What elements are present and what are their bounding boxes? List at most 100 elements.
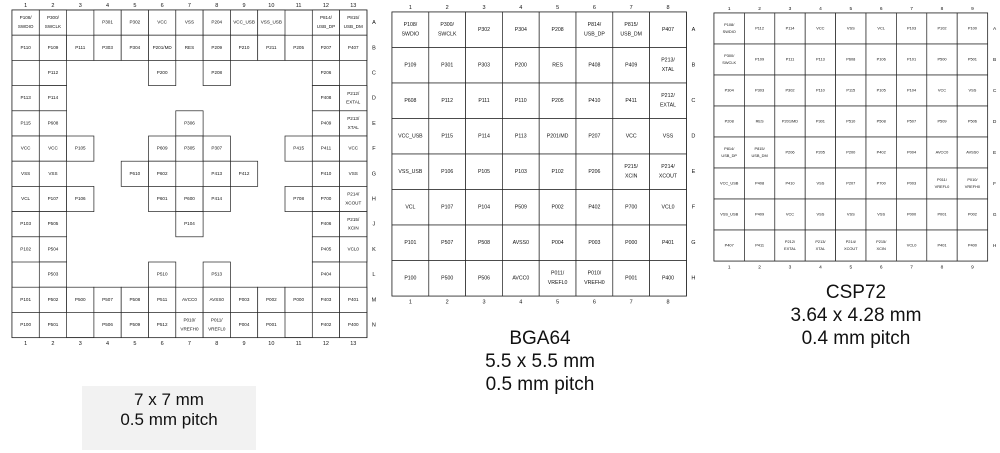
column-index-bottom: 3 bbox=[79, 341, 82, 347]
column-index-top: 11 bbox=[296, 3, 302, 9]
pin-label: P500 bbox=[75, 297, 86, 302]
pin-cell bbox=[612, 118, 650, 155]
csp72-caption-pitch: 0.4 mm pitch bbox=[801, 327, 911, 349]
pin-cell bbox=[502, 47, 540, 84]
pin-label: P113 bbox=[20, 95, 31, 100]
pin-label: VSS bbox=[969, 88, 977, 93]
pin-cell bbox=[230, 160, 259, 187]
pin-label: P502 bbox=[48, 297, 59, 302]
pin-cell bbox=[804, 12, 836, 45]
pin-label: P003 bbox=[588, 240, 600, 246]
pin-label: P408 bbox=[321, 95, 332, 100]
pin-label: P200 bbox=[157, 70, 168, 75]
pin-cell bbox=[612, 82, 650, 119]
pin-label: P206 bbox=[321, 70, 332, 75]
pin-label: P402 bbox=[877, 150, 886, 155]
pin-cell bbox=[38, 9, 67, 36]
pin-cell bbox=[339, 135, 368, 162]
pin-label: P505 bbox=[48, 221, 59, 226]
pin-label: P510 bbox=[846, 119, 856, 124]
pin-cell bbox=[339, 312, 368, 338]
pin-cell bbox=[804, 136, 836, 169]
row-index: E bbox=[692, 169, 696, 175]
pin-cell bbox=[713, 229, 745, 262]
pin-cell bbox=[202, 186, 231, 212]
column-index-top: 6 bbox=[161, 3, 164, 9]
pin-label: P004 bbox=[907, 150, 917, 155]
pin-cell bbox=[175, 211, 204, 238]
pin-cell bbox=[774, 198, 806, 231]
pin-cell bbox=[896, 12, 928, 45]
pin-label: P201/MD bbox=[153, 45, 173, 50]
pin-cell bbox=[956, 198, 988, 231]
pin-cell bbox=[311, 160, 340, 187]
pin-label: P108/SWDIO bbox=[402, 22, 420, 38]
pin-label: VSS bbox=[847, 26, 855, 31]
column-index-top: 7 bbox=[630, 5, 633, 11]
pin-label: VSS bbox=[349, 171, 358, 176]
pin-label: VSS bbox=[847, 212, 855, 217]
pin-label: VSS bbox=[48, 171, 57, 176]
pin-label: P304 bbox=[129, 45, 140, 50]
column-index-top: 3 bbox=[789, 6, 792, 12]
pin-label: P213/XTAL bbox=[661, 58, 675, 74]
pin-cell bbox=[575, 118, 614, 155]
column-index-bottom: 4 bbox=[519, 299, 522, 305]
pin-label: P110 bbox=[20, 45, 31, 50]
row-index: A bbox=[993, 26, 997, 32]
pin-label: P414 bbox=[211, 196, 222, 201]
pin-label: P105 bbox=[75, 146, 86, 151]
row-index: G bbox=[691, 240, 695, 246]
pin-cell bbox=[649, 260, 687, 297]
pin-cell bbox=[257, 312, 286, 338]
pin-label: AVSS0 bbox=[966, 150, 979, 155]
pin-label: P400 bbox=[348, 322, 359, 327]
pin-label: P301 bbox=[816, 119, 825, 124]
pin-cell bbox=[230, 312, 259, 338]
pin-cell bbox=[744, 167, 776, 200]
pin-cell bbox=[93, 286, 122, 313]
pin-label: P409 bbox=[625, 63, 637, 69]
pin-label: P501 bbox=[968, 57, 977, 62]
lqfp-caption-size: 7 x 7 mm bbox=[134, 390, 204, 409]
pin-label: P410 bbox=[588, 98, 600, 104]
pin-cell bbox=[465, 153, 503, 190]
pin-cell bbox=[896, 136, 928, 169]
pin-cell bbox=[774, 12, 806, 45]
pin-label: P814/USB_DP bbox=[584, 22, 605, 38]
pin-cell bbox=[11, 85, 40, 112]
column-index-bottom: 5 bbox=[556, 299, 559, 305]
pin-label: VCL0 bbox=[348, 247, 360, 252]
pin-label: RES bbox=[756, 119, 764, 124]
pin-label: VSS bbox=[817, 181, 825, 186]
pin-cell bbox=[93, 312, 122, 338]
column-index-bottom: 5 bbox=[849, 264, 852, 270]
pin-cell bbox=[713, 12, 745, 45]
pin-label: P500 bbox=[937, 57, 947, 62]
row-index: B bbox=[993, 57, 996, 63]
pin-label: P209 bbox=[211, 45, 222, 50]
bga64-caption-size: 5.5 x 5.5 mm bbox=[485, 350, 595, 372]
pin-cell bbox=[612, 47, 650, 84]
column-index-bottom: 6 bbox=[161, 341, 164, 347]
pin-cell bbox=[311, 85, 340, 112]
column-index-bottom: 3 bbox=[482, 299, 485, 305]
column-index-top: 7 bbox=[910, 6, 913, 12]
column-index-bottom: 4 bbox=[106, 341, 109, 347]
pin-label: VCC bbox=[786, 212, 794, 217]
pin-cell bbox=[502, 118, 540, 155]
pin-cell bbox=[148, 261, 177, 288]
pin-label: P214/XCOUT bbox=[659, 164, 678, 180]
column-index-top: 3 bbox=[482, 5, 485, 11]
pin-cell bbox=[311, 110, 340, 137]
pin-label: P207 bbox=[321, 45, 332, 50]
pin-cell bbox=[339, 9, 368, 36]
pin-label: P814/USB_DP bbox=[317, 15, 335, 29]
bga64-caption-pitch: 0.5 mm pitch bbox=[485, 373, 595, 395]
pin-label: RES bbox=[552, 63, 563, 69]
pin-label: AVSS0 bbox=[513, 240, 529, 246]
pin-label: P415 bbox=[293, 146, 304, 151]
column-index-top: 5 bbox=[133, 3, 136, 9]
pin-label: P506 bbox=[102, 322, 113, 327]
